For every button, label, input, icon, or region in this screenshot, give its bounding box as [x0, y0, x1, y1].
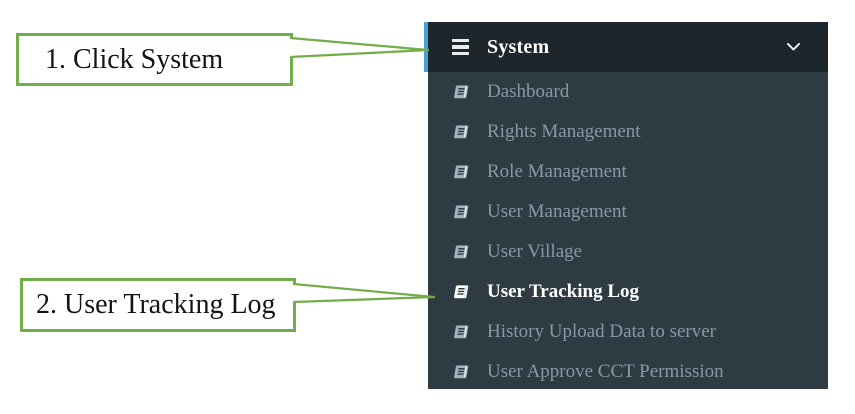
book-icon [452, 324, 471, 340]
sidebar-title: System [487, 35, 550, 58]
annotation-callout-step1: 1. Click System [16, 33, 293, 86]
annotation-step1-text: 1. Click System [45, 43, 224, 75]
book-icon [452, 244, 471, 260]
book-icon [452, 124, 471, 140]
menu-item-label: User Village [487, 241, 583, 262]
menu-item-label: User Approve CCT Permission [487, 361, 724, 382]
menu-item-label: History Upload Data to server [487, 321, 716, 342]
menu-item-label: Dashboard [487, 81, 570, 102]
sidebar-item-user-management[interactable]: User Management [428, 192, 828, 232]
book-icon [452, 364, 471, 380]
menu-item-label: User Management [487, 201, 627, 222]
sidebar-item-role-management[interactable]: Role Management [428, 152, 828, 192]
book-icon [452, 284, 471, 300]
sidebar-item-rights-management[interactable]: Rights Management [428, 112, 828, 152]
chevron-down-icon[interactable] [787, 43, 800, 51]
callout-pointer-1 [289, 36, 430, 59]
sidebar: System Dashboard Rights Management Role … [424, 22, 828, 389]
sidebar-item-user-village[interactable]: User Village [428, 232, 828, 272]
hamburger-icon[interactable] [452, 39, 469, 55]
book-icon [452, 164, 471, 180]
annotation-callout-step2: 2. User Tracking Log [20, 278, 296, 332]
sidebar-item-user-approve-cct-permission[interactable]: User Approve CCT Permission [428, 352, 828, 389]
menu-item-label: User Tracking Log [487, 281, 640, 302]
active-tab-indicator [424, 22, 428, 72]
book-icon [452, 204, 471, 220]
sidebar-menu: Dashboard Rights Management Role Managem… [428, 72, 828, 389]
book-icon [452, 84, 471, 100]
annotation-step2-text: 2. User Tracking Log [36, 289, 276, 320]
sidebar-item-history-upload-data[interactable]: History Upload Data to server [428, 312, 828, 352]
sidebar-header-system[interactable]: System [424, 22, 828, 72]
sidebar-item-dashboard[interactable]: Dashboard [428, 72, 828, 112]
menu-item-label: Role Management [487, 161, 627, 182]
sidebar-item-user-tracking-log[interactable]: User Tracking Log [428, 272, 828, 312]
menu-item-label: Rights Management [487, 121, 641, 142]
callout-pointer-2 [292, 282, 436, 304]
